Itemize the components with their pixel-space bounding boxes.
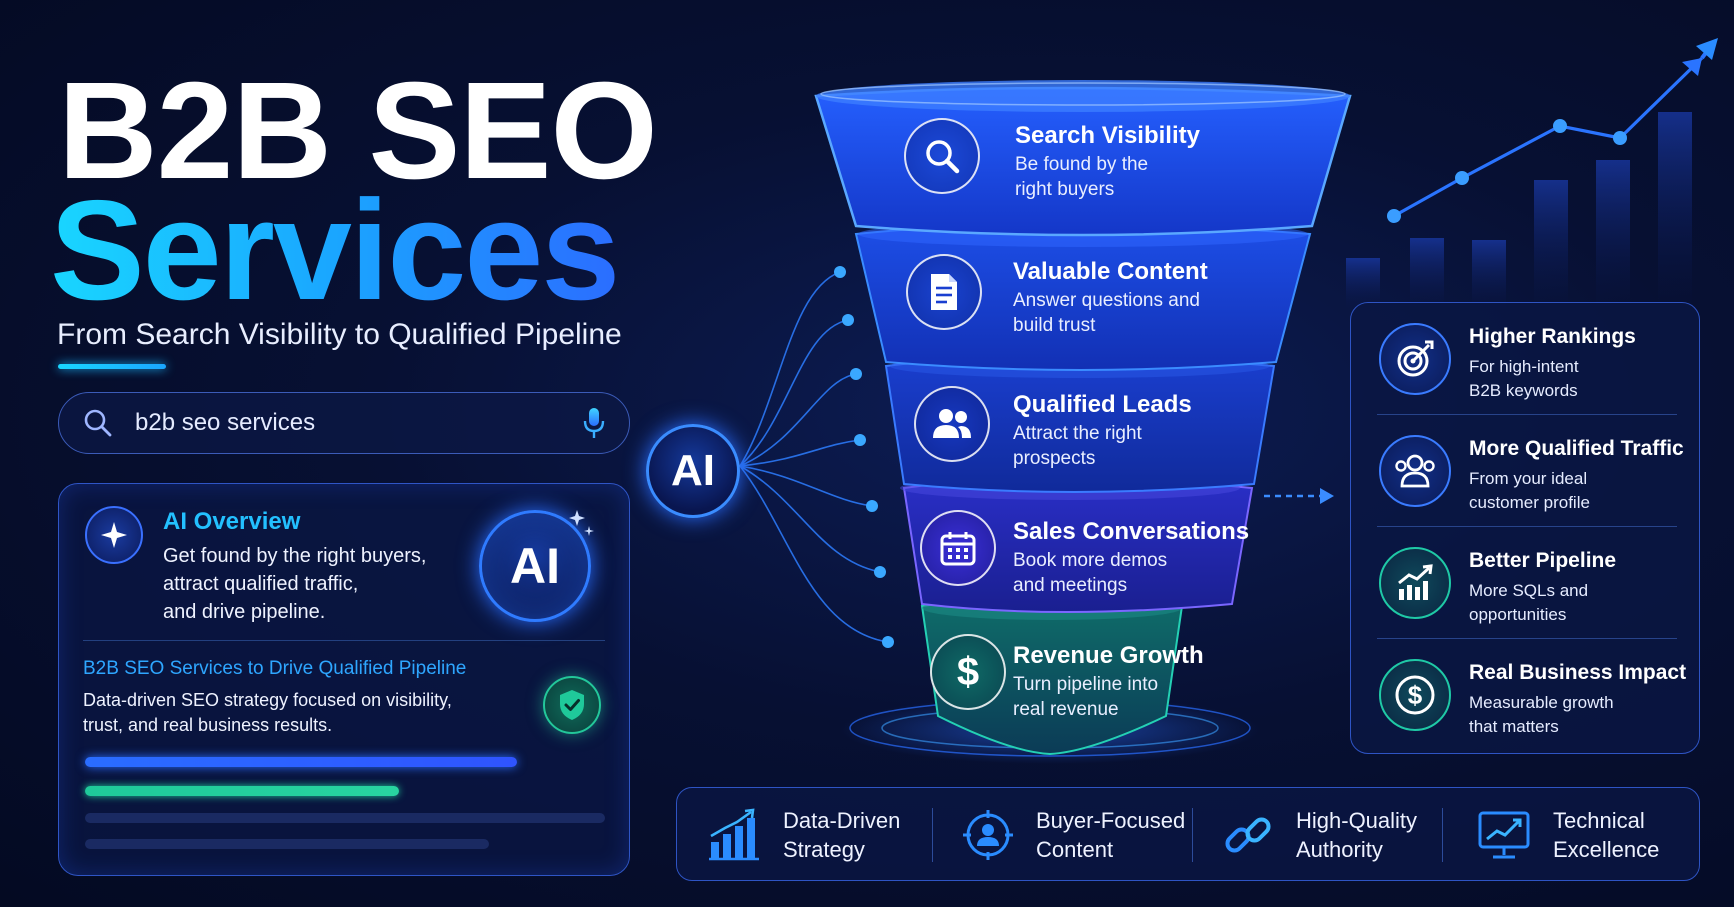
dollar-icon: $ [1379, 659, 1451, 731]
ai-overview-title: AI Overview [163, 508, 301, 535]
users-icon [1379, 435, 1451, 507]
ai-node: AI [646, 424, 740, 518]
benefit-title: Higher Rankings [1469, 325, 1636, 348]
stage-title: Sales Conversations [1013, 518, 1250, 545]
search-query[interactable]: b2b seo services [135, 409, 316, 436]
search-icon [904, 118, 980, 194]
stage-title: Qualified Leads [1013, 391, 1192, 418]
benefit-divider [1377, 526, 1677, 527]
benefit-divider [1377, 638, 1677, 639]
microphone-icon[interactable] [581, 406, 607, 440]
placeholder-bar-blue [85, 757, 517, 767]
subtitle-underline [58, 364, 166, 369]
hero-title-line2: Services [50, 171, 620, 330]
hero-subtitle: From Search Visibility to Qualified Pipe… [57, 318, 622, 351]
ai-overview-card: AI Overview Get found by the right buyer… [58, 483, 630, 876]
strip-divider [932, 808, 933, 862]
stage-title: Valuable Content [1013, 258, 1208, 285]
target-icon [1379, 323, 1451, 395]
growth-chart-icon [1379, 547, 1451, 619]
search-result-title[interactable]: B2B SEO Services to Drive Qualified Pipe… [83, 658, 467, 679]
benefit-item: $ Real Business Impact Measurable growth… [1351, 639, 1701, 751]
svg-text:$: $ [1408, 680, 1423, 710]
ai-overview-text: Get found by the right buyers, attract q… [163, 545, 427, 623]
bar-chart-icon [709, 808, 759, 861]
benefit-title: Better Pipeline [1469, 549, 1617, 572]
placeholder-bar-dark [85, 839, 489, 849]
monitor-chart-icon [1478, 811, 1530, 859]
benefit-title: Real Business Impact [1469, 661, 1687, 684]
strip-divider [1192, 808, 1193, 862]
sparkle-icon [569, 510, 594, 536]
strip-divider [1442, 808, 1443, 862]
calendar-icon [920, 510, 996, 586]
placeholder-bar-green [85, 786, 399, 796]
dollar-icon: $ [930, 634, 1006, 710]
ai-badge: AI [479, 510, 591, 622]
users-icon [914, 386, 990, 462]
search-icon [84, 409, 112, 437]
placeholder-bar-dark [85, 813, 605, 823]
growth-trend-graphic [1346, 38, 1718, 310]
benefit-divider [1377, 414, 1677, 415]
stage-title: Revenue Growth [1013, 642, 1204, 669]
card-divider [83, 640, 605, 641]
search-result-snippet: Data-driven SEO strategy focused on visi… [83, 690, 452, 735]
stage-title: Search Visibility [1015, 122, 1200, 149]
document-icon [906, 254, 982, 330]
shield-check-icon [543, 676, 601, 734]
sparkle-icon [85, 506, 143, 564]
search-bar[interactable]: b2b seo services [58, 392, 630, 454]
benefit-title: More Qualified Traffic [1469, 437, 1684, 460]
hero-title-line1: B2B SEO [58, 54, 658, 208]
buyer-target-icon [963, 810, 1013, 860]
link-icon [1225, 817, 1271, 853]
